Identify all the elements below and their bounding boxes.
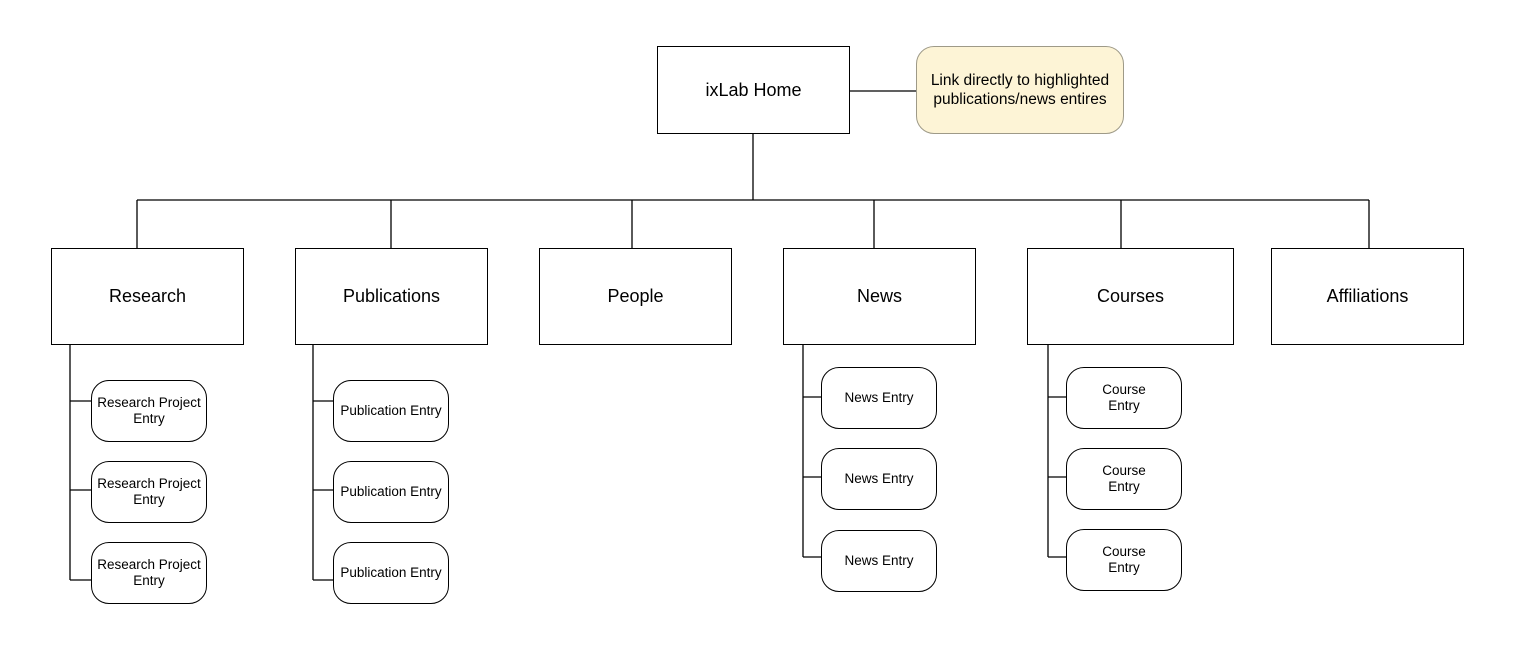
publication-entry: Publication Entry bbox=[333, 380, 449, 442]
section-news: News bbox=[783, 248, 976, 345]
course-entry: Course Entry bbox=[1066, 367, 1182, 429]
home-node: ixLab Home bbox=[657, 46, 850, 134]
entry-label: News Entry bbox=[844, 553, 914, 568]
section-courses: Courses bbox=[1027, 248, 1234, 345]
entry-label: Research Project Entry bbox=[97, 395, 201, 426]
section-publications: Publications bbox=[295, 248, 488, 345]
section-label: Research bbox=[108, 286, 187, 306]
publication-entry: Publication Entry bbox=[333, 461, 449, 523]
course-entry: Course Entry bbox=[1066, 448, 1182, 510]
research-entry: Research Project Entry bbox=[91, 461, 207, 523]
news-entry: News Entry bbox=[821, 448, 937, 510]
section-people: People bbox=[539, 248, 732, 345]
note-text: Link directly to highlighted publication… bbox=[930, 72, 1110, 108]
entry-label: Course Entry bbox=[1102, 544, 1146, 575]
home-label: ixLab Home bbox=[705, 79, 802, 100]
section-label: Publications bbox=[342, 286, 441, 306]
section-label: Courses bbox=[1096, 286, 1165, 306]
entry-label: News Entry bbox=[844, 471, 914, 486]
section-label: News bbox=[856, 286, 902, 306]
entry-label: Publication Entry bbox=[340, 403, 442, 418]
news-entry: News Entry bbox=[821, 367, 937, 429]
section-label: Affiliations bbox=[1326, 286, 1409, 306]
section-research: Research bbox=[51, 248, 244, 345]
section-affiliations: Affiliations bbox=[1271, 248, 1464, 345]
news-entry: News Entry bbox=[821, 530, 937, 592]
publication-entry: Publication Entry bbox=[333, 542, 449, 604]
entry-label: Publication Entry bbox=[340, 484, 442, 499]
section-label: People bbox=[607, 286, 664, 306]
entry-label: Course Entry bbox=[1102, 463, 1146, 494]
course-entry: Course Entry bbox=[1066, 529, 1182, 591]
research-entry: Research Project Entry bbox=[91, 380, 207, 442]
entry-label: Publication Entry bbox=[340, 565, 442, 580]
entry-label: Research Project Entry bbox=[97, 557, 201, 588]
entry-label: Course Entry bbox=[1102, 382, 1146, 413]
research-entry: Research Project Entry bbox=[91, 542, 207, 604]
entry-label: Research Project Entry bbox=[97, 476, 201, 507]
entry-label: News Entry bbox=[844, 390, 914, 405]
note-callout: Link directly to highlighted publication… bbox=[916, 46, 1124, 134]
